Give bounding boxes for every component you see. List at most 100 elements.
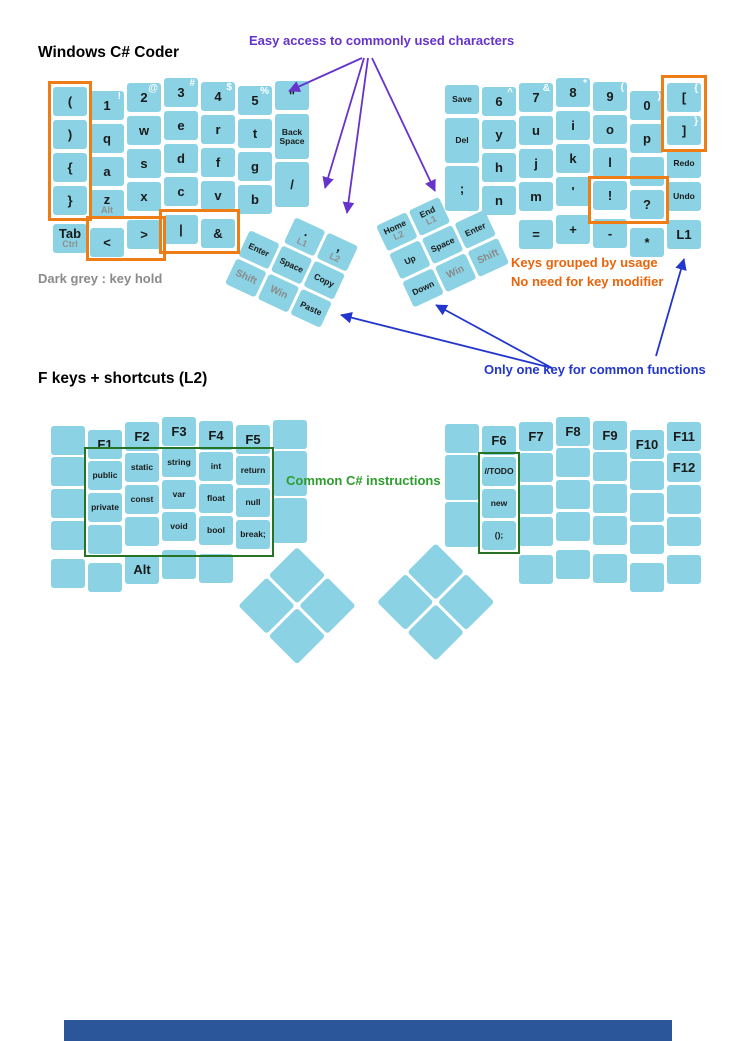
key-equals: = [519,220,553,249]
key-a: a [90,157,124,186]
key-bool: bool [199,516,233,545]
key-blank [667,555,701,584]
key-string: string [162,448,196,477]
key-blank [51,457,85,486]
key-t: t [238,119,272,148]
key-f8: F8 [556,417,590,446]
key-blank [593,484,627,513]
key-label: ! [607,187,613,203]
key-blank [273,420,307,449]
key-blank [51,489,85,518]
key-label: l [608,154,612,170]
key-6: ^6 [482,87,516,116]
key-7: &7 [519,83,553,112]
key-return: return [236,456,270,485]
key-label: F5 [245,431,261,447]
key-blank [445,455,479,500]
key-f10: F10 [630,430,664,459]
key-label: Win [268,283,290,302]
key-label: ] [681,122,687,138]
key-blank [556,512,590,541]
key-label: break; [240,529,266,540]
key-label: 3 [177,84,185,100]
key-label: c [177,183,185,199]
key-label: L1 [676,226,692,242]
key-undo: Undo [667,182,701,211]
key-label: const [130,494,154,505]
key-asterisk: * [630,228,664,257]
footer-bar [64,1020,672,1041]
key-blank [556,448,590,477]
key-blank [445,502,479,547]
key-blank [199,554,233,583]
key-shifted-label: $ [226,82,232,93]
key-label: o [606,121,614,137]
key-w: w [127,116,161,145]
key-label: Back Space [279,126,305,146]
key-label: v [214,187,222,203]
key-g: g [238,152,272,181]
key-close-paren: ) [53,120,87,149]
key-2: @2 [127,83,161,112]
key-apostrophe: ' [556,177,590,206]
key-label: F11 [673,428,695,444]
key-label: i [571,117,575,133]
key-open-bracket: {[ [667,83,701,112]
key-label: x [140,188,148,204]
key-label: } [67,192,73,208]
annotation-easy-access: Easy access to commonly used characters [249,33,515,48]
key-pipe: | [164,215,198,244]
annotation-common-cs: Common C# instructions [286,473,441,488]
key-label: 0 [643,97,651,113]
key-3: #3 [164,78,198,107]
key-label: Paste [298,298,324,318]
key-hold-label: L1 [424,212,438,227]
key-u: u [519,116,553,145]
key-blank [273,498,307,543]
key-hold-label: L1 [295,235,310,249]
key-label: / [290,176,294,192]
key-c: c [164,177,198,206]
key-label: Enter [247,240,272,259]
key-label: 4 [214,88,222,104]
key-label: s [140,155,148,171]
key-4: $4 [201,82,235,111]
key-blank [556,550,590,579]
key-blank [519,555,553,584]
key-label: float [207,493,225,504]
key-label: [ [681,89,687,105]
key-n: n [482,186,516,215]
key-int: int [199,452,233,481]
key-label: Space [278,254,306,275]
key-blank [51,426,85,455]
key-label: 5 [251,92,259,108]
key-alt: Alt [125,555,159,584]
key-blank [273,451,307,496]
key-label: Shift [233,267,259,287]
key-label: _ [643,163,651,179]
key-q: q [90,124,124,153]
key-slash: / [275,162,309,207]
key-v: v [201,181,235,210]
key-blank [445,424,479,453]
key-void: void [162,512,196,541]
key-label: b [251,191,259,207]
key-blank [630,525,664,554]
layer2-title: F keys + shortcuts (L2) [38,370,208,387]
key-label: Redo [673,158,695,169]
key-label: Shift [475,247,501,267]
key-f5: F5 [236,425,270,454]
key-blank [162,550,196,579]
key-label: F6 [491,432,507,448]
key-label: d [177,150,185,166]
key-f: f [201,148,235,177]
key-blank [593,516,627,545]
key-i: i [556,111,590,140]
annotation-key-hold-legend: Dark grey : key hold [38,271,163,286]
key-label: Win [444,263,466,281]
key-label: F12 [672,459,696,475]
key-label: int [210,461,222,472]
key-shifted-label: ) [657,91,661,102]
key-shifted-label: { [694,83,698,94]
